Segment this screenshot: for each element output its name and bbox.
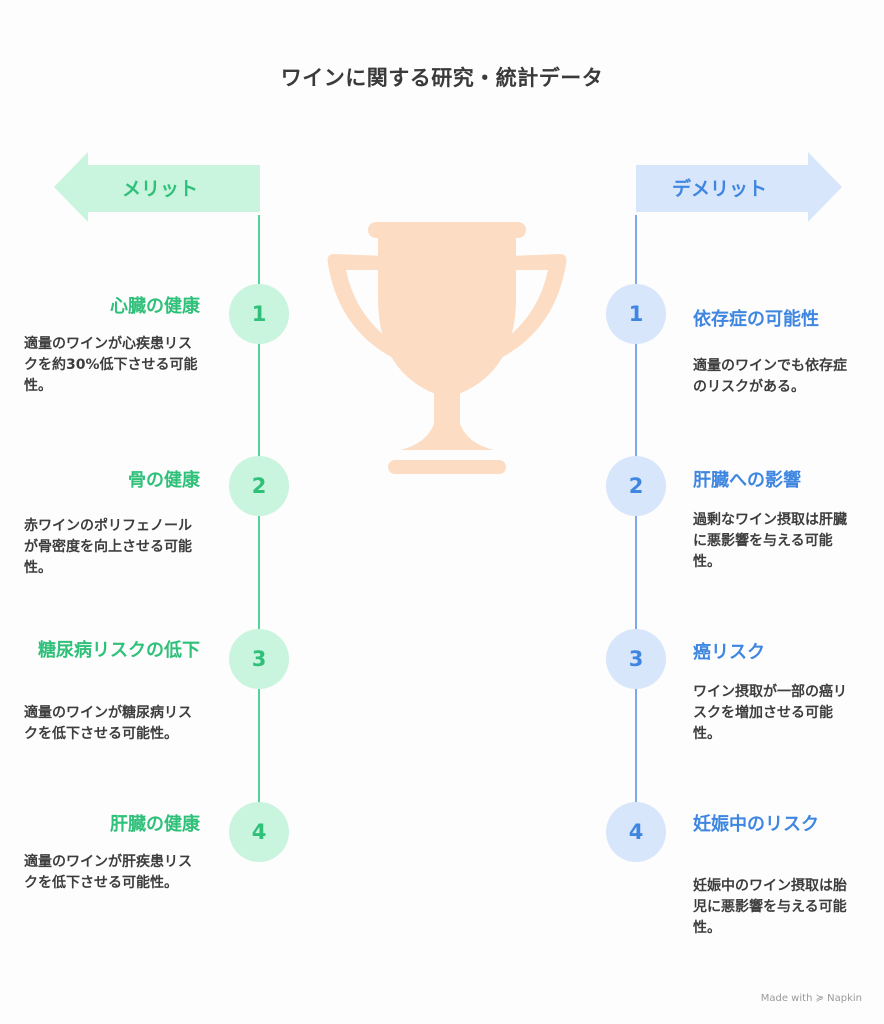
merit-banner: メリット	[54, 152, 260, 222]
merit-desc-3: 適量のワインが糖尿病リスクを低下させる可能性。	[24, 705, 192, 742]
merit-badge-2: 2	[229, 456, 289, 516]
demerit-banner: デメリット	[636, 152, 842, 222]
merit-badge-1: 1	[229, 284, 289, 344]
merit-badge-3: 3	[229, 629, 289, 689]
right-arrow-icon	[636, 152, 842, 222]
demerit-badge-3: 3	[606, 629, 666, 689]
demerit-desc-1: 適量のワインでも依存症のリスクがある。	[693, 358, 847, 395]
demerit-badge-2: 2	[606, 456, 666, 516]
demerit-desc-3: ワイン摂取が一部の癌リスクを増加させる可能性。	[693, 684, 847, 742]
left-arrow-icon	[54, 152, 260, 222]
demerit-timeline	[635, 215, 637, 835]
demerit-title-2: 肝臓への影響	[693, 470, 801, 491]
page-title: ワインに関する研究・統計データ	[280, 66, 604, 90]
merit-title-2: 骨の健康	[128, 470, 200, 491]
trophy-icon	[327, 222, 567, 474]
merit-title-4: 肝臓の健康	[110, 814, 200, 835]
merit-timeline	[258, 215, 260, 860]
demerit-title-3: 癌リスク	[693, 642, 765, 663]
demerit-desc-2: 過剰なワイン摂取は肝臓に悪影響を与える可能性。	[693, 512, 847, 570]
demerit-desc-4: 妊娠中のワイン摂取は胎児に悪影響を与える可能性。	[693, 878, 847, 936]
demerit-badge-1: 1	[606, 284, 666, 344]
merit-desc-1: 適量のワインが心疾患リスクを約30%低下させる可能性。	[24, 336, 198, 394]
merit-desc-2: 赤ワインのポリフェノールが骨密度を向上させる可能性。	[24, 518, 192, 576]
demerit-title-4: 妊娠中のリスク	[693, 814, 819, 835]
napkin-watermark: Made with ≽ Napkin	[760, 993, 862, 1004]
demerit-label: デメリット	[672, 178, 768, 200]
merit-label: メリット	[122, 178, 199, 200]
merit-badge-4: 4	[229, 802, 289, 862]
merit-desc-4: 適量のワインが肝疾患リスクを低下させる可能性。	[24, 854, 192, 891]
merit-title-1: 心臓の健康	[110, 296, 200, 317]
demerit-badge-4: 4	[606, 802, 666, 862]
demerit-title-1: 依存症の可能性	[693, 309, 819, 330]
merit-title-3: 糖尿病リスクの低下	[38, 640, 200, 661]
